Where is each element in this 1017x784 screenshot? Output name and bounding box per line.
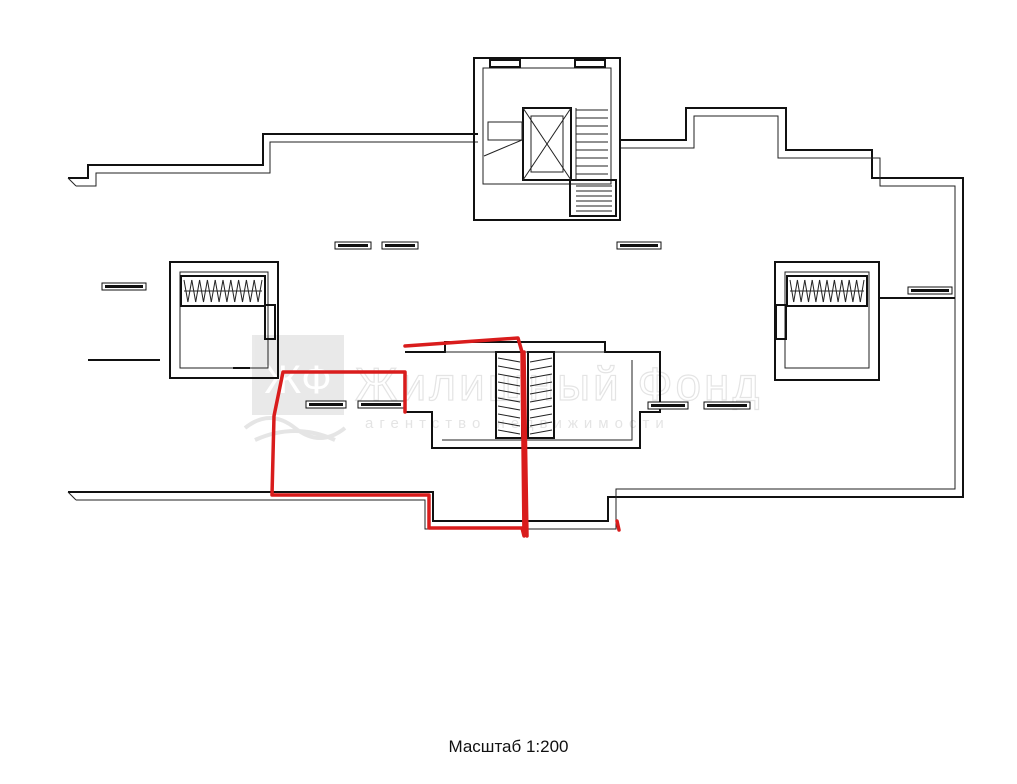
scale-caption: Масштаб 1:200: [448, 737, 569, 756]
top-core-inner: [482, 67, 612, 185]
top-core-window-left: [489, 59, 521, 68]
room-label-tag-fill: [385, 244, 415, 247]
room-labels: [101, 241, 953, 410]
stair-tread: [529, 429, 553, 435]
stair-tread: [497, 381, 521, 387]
left-core-outer: [169, 261, 279, 379]
stair-tread: [497, 365, 521, 371]
stair-tread: [497, 373, 521, 379]
left-core-door: [264, 304, 276, 340]
stair-tread: [497, 397, 521, 403]
highlighted-area-right-edge: [615, 519, 621, 532]
stair-tread: [529, 389, 553, 395]
watermark-name: Жилищный Фонд: [355, 358, 762, 410]
left-core: [169, 261, 279, 379]
central-core-wall-inner: [442, 360, 633, 441]
stair-tread: [529, 373, 553, 379]
watermark-ornament: [243, 416, 347, 442]
outer-wall-contour: [68, 133, 478, 179]
stair-tread: [529, 365, 553, 371]
top-core-window-right: [574, 59, 606, 68]
right-core: [774, 261, 880, 381]
room-label-tag-fill: [338, 244, 368, 247]
right-core-outer: [774, 261, 880, 381]
stair-tread: [529, 357, 553, 363]
stair-tread: [497, 429, 521, 435]
left-stair-box: [180, 275, 266, 307]
watermark: ЖФ Жилищный Фонд агентство недвижимости: [243, 335, 762, 442]
left-stair-flight: [183, 279, 263, 303]
right-stair-flight: [789, 279, 865, 303]
room-label-tag-fill: [911, 289, 949, 292]
top-door-swing: [483, 139, 523, 157]
room-label-tag-fill: [707, 404, 747, 407]
highlighted-area-outline: [270, 336, 526, 538]
left-core-inner: [179, 271, 269, 369]
stair-tread: [497, 413, 521, 419]
stair-tread: [497, 405, 521, 411]
room-label-tag-fill: [105, 285, 143, 288]
top-core: [473, 57, 621, 221]
top-stair-flight: [575, 108, 612, 212]
outer-wall-contour-right-inner: [76, 115, 956, 530]
stair-tread: [529, 421, 553, 427]
right-stair-box: [786, 275, 868, 307]
stair-tread: [529, 413, 553, 419]
stair-tread: [529, 397, 553, 403]
top-core-outer: [473, 57, 621, 221]
room-label-tag-fill: [361, 403, 401, 406]
stair-tread: [497, 389, 521, 395]
lift-car: [530, 115, 564, 173]
highlighted-area-divider: [522, 350, 529, 538]
stair-tread: [497, 421, 521, 427]
stair-tread: [529, 405, 553, 411]
central-stair-flight: [497, 357, 553, 435]
top-core-lower: [569, 179, 617, 217]
outer-wall-contour-inner: [76, 141, 478, 187]
stair-tread: [529, 381, 553, 387]
lift-shaft: [522, 107, 572, 181]
room-label-tag-fill: [620, 244, 658, 247]
room-label-tag-fill: [309, 403, 343, 406]
room-label-tag-fill: [651, 404, 685, 407]
left-end-wall: [67, 177, 77, 187]
watermark-tagline: агентство недвижимости: [365, 415, 670, 432]
right-core-door: [775, 304, 787, 340]
left-end-wall-bottom: [67, 491, 77, 501]
top-stair-landing: [487, 121, 523, 141]
right-core-inner: [784, 271, 870, 369]
outer-wall-contour-right: [68, 107, 964, 522]
stair-tread: [497, 357, 521, 363]
watermark-monogram: ЖФ: [264, 358, 331, 402]
